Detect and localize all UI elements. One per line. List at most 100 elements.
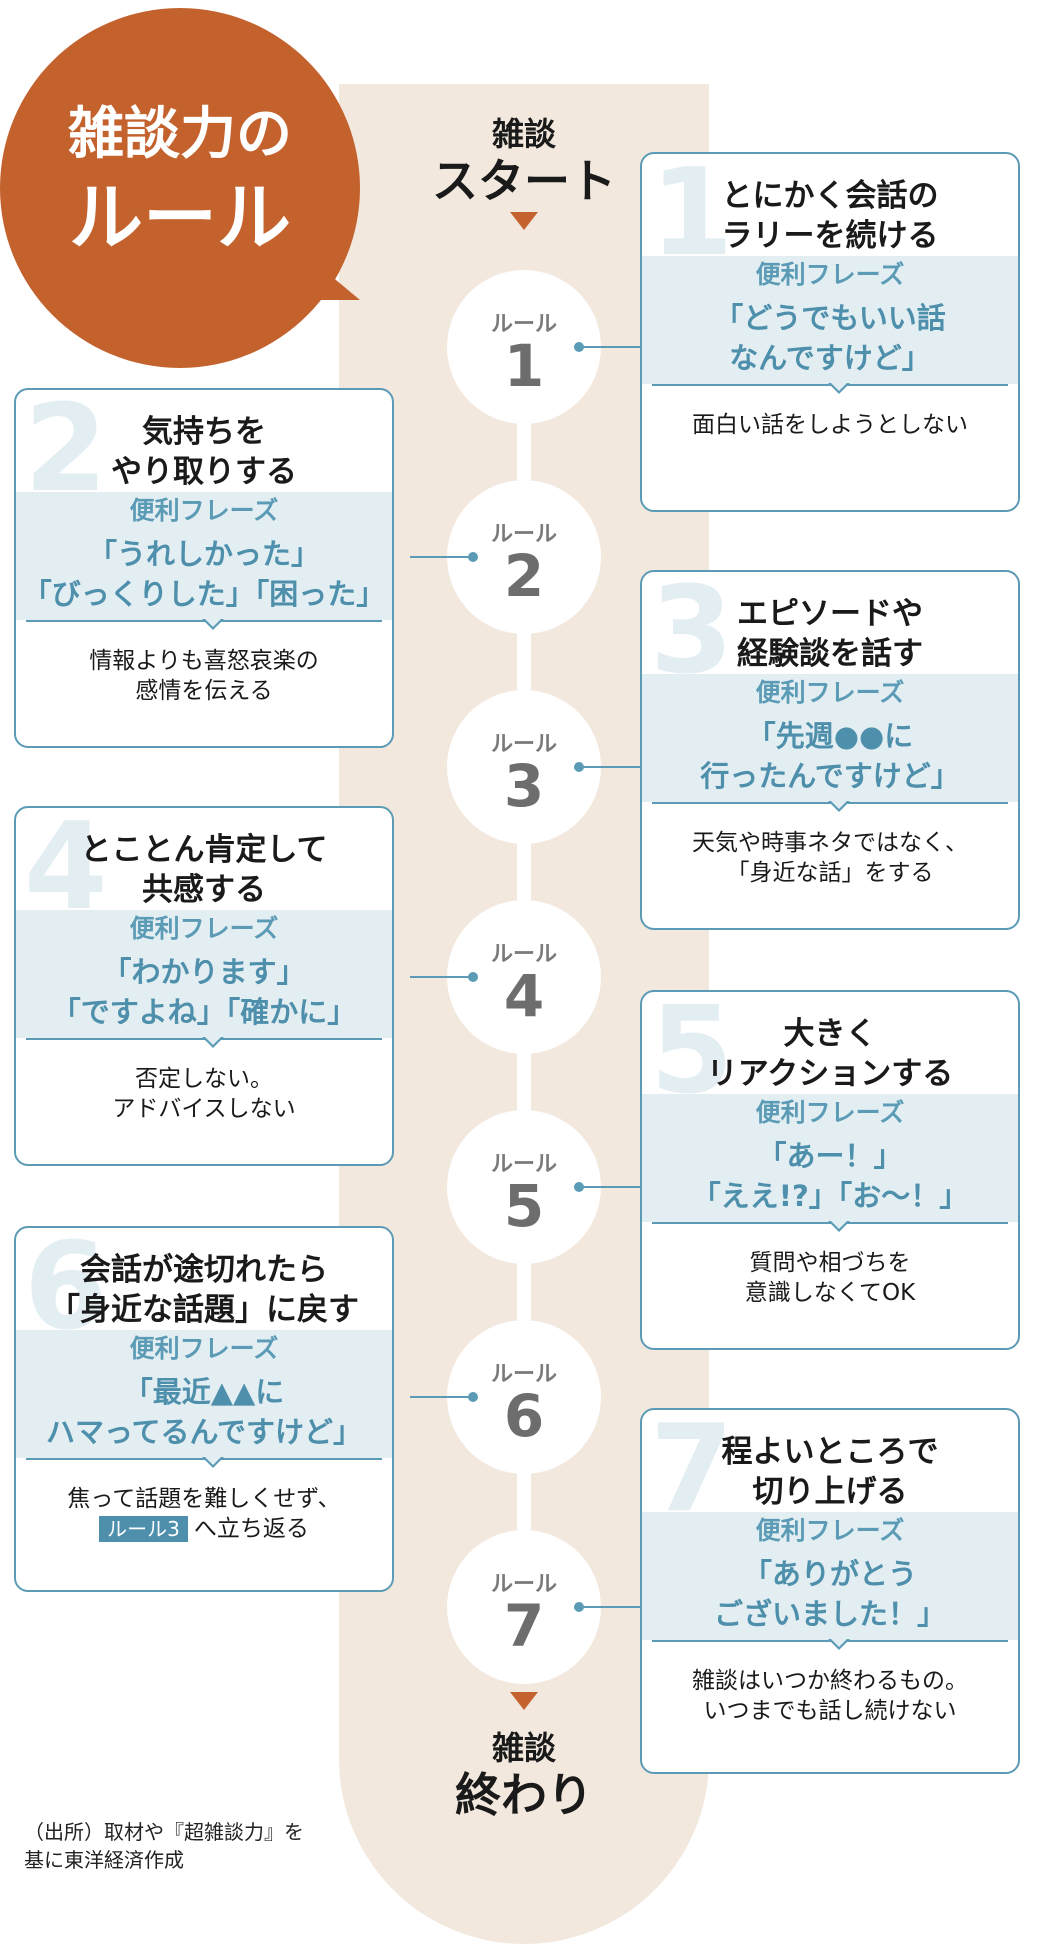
rule-card-tip: 面白い話をしようとしない: [642, 386, 1018, 440]
phrase-text: 「先週●●に 行ったんですけど」: [642, 708, 1018, 796]
rule-node-number: 4: [503, 962, 545, 1030]
rule-card-title-line: 切り上げる: [752, 1474, 908, 1510]
tip-line-after: へ立ち返る: [193, 1516, 309, 1542]
phrase-label: 便利フレーズ: [755, 1098, 905, 1127]
rule-card-title: 気持ちを やり取りする: [16, 390, 392, 492]
rule-card-title-line: 程よいところで: [721, 1434, 939, 1470]
start-arrow-icon: [510, 212, 538, 230]
connector-line-1: [580, 346, 640, 348]
connector-dot-2: [468, 552, 478, 562]
phrase-area: 便利フレーズ 「どうでもいい話 なんですけど」: [642, 256, 1018, 384]
page-title-line2: ルール: [69, 175, 291, 261]
rule-card-bignum: 4: [24, 806, 108, 937]
rule-ref-badge: ルール3: [99, 1516, 188, 1542]
tip-line: 天気や時事ネタではなく、: [692, 830, 968, 856]
phrase-label: 便利フレーズ: [755, 678, 905, 707]
title-bubble-tail: [300, 250, 360, 300]
phrase-line: 「ありがとう: [742, 1557, 917, 1591]
phrase-area: 便利フレーズ 「わかります」 「ですよね」「確かに」: [16, 910, 392, 1038]
rule-card-5: 5 大きく リアクションする 便利フレーズ 「あー！」 「ええ!?」「お～！」 …: [640, 990, 1020, 1350]
rule-card-6: 6 会話が途切れたら 「身近な話題」に戻す 便利フレーズ 「最近▲▲に ハマって…: [14, 1226, 394, 1592]
rule-node-label: ルール: [490, 942, 557, 967]
source-note: （出所）取材や『超雑談力』を 基に東洋経済作成: [24, 1818, 304, 1874]
rule-card-title-line: リアクションする: [706, 1056, 954, 1092]
phrase-label: 便利フレーズ: [129, 1334, 279, 1363]
rule-card-title-line: とにかく会話の: [721, 178, 939, 214]
rule-card-title-line: エピソードや: [737, 596, 923, 632]
card-separator: [26, 619, 382, 630]
card-separator: [26, 1037, 382, 1048]
phrase-text: 「あー！」 「ええ!?」「お～！」: [642, 1128, 1018, 1216]
rule-card-title-line: 大きく: [783, 1016, 877, 1052]
connector-line-7: [580, 1606, 640, 1608]
rule-card-tip: 天気や時事ネタではなく、 「身近な話」をする: [642, 804, 1018, 888]
rule-card-bignum: 6: [24, 1226, 108, 1357]
rule-node-label: ルール: [490, 312, 557, 337]
tip-line: 焦って話題を難しくせず、: [67, 1486, 341, 1512]
connector-line-5: [580, 1186, 640, 1188]
phrase-text: 「ありがとう ございました！」: [642, 1546, 1018, 1634]
phrase-line: 「うれしかった」: [87, 537, 320, 571]
phrase-text: 「どうでもいい話 なんですけど」: [642, 290, 1018, 378]
end-label-small: 雑談: [491, 1729, 556, 1767]
rule-card-tip: 質問や相づちを 意識しなくてOK: [642, 1224, 1018, 1308]
tip-line: アドバイスしない: [112, 1096, 296, 1122]
phrase-line: ハマってるんですけど」: [45, 1415, 363, 1449]
tip-line: 感情を伝える: [135, 678, 273, 704]
phrase-line: なんですけど」: [729, 341, 931, 375]
rule-node-number: 6: [503, 1382, 545, 1450]
rule-node-label: ルール: [490, 732, 557, 757]
rule-node-3: ルール 3: [447, 690, 601, 844]
rule-node-label: ルール: [490, 1362, 557, 1387]
rule-card-title: エピソードや 経験談を話す: [642, 572, 1018, 674]
phrase-line: 「あー！」: [757, 1139, 903, 1173]
phrase-text: 「うれしかった」 「びっくりした」「困った」: [16, 526, 392, 614]
connector-line-2: [410, 556, 470, 558]
start-label-big: スタート: [432, 154, 616, 208]
rule-card-bignum: 3: [650, 570, 734, 701]
rule-card-title-line: 共感する: [142, 872, 266, 908]
card-separator: [652, 383, 1008, 394]
title-bubble: [0, 8, 360, 368]
tip-line: 質問や相づちを: [749, 1250, 911, 1276]
phrase-line: 「ですよね」「確かに」: [51, 995, 357, 1029]
phrase-text: 「最近▲▲に ハマってるんですけど」: [16, 1364, 392, 1452]
rule-card-title: 会話が途切れたら 「身近な話題」に戻す: [16, 1228, 392, 1330]
connector-dot-3: [574, 762, 584, 772]
phrase-line: 「最近▲▲に: [123, 1375, 285, 1409]
card-separator: [652, 801, 1008, 812]
phrase-area: 便利フレーズ 「最近▲▲に ハマってるんですけど」: [16, 1330, 392, 1458]
end-label-big: 終わり: [455, 1768, 593, 1822]
phrase-label: 便利フレーズ: [755, 1516, 905, 1545]
rule-card-4: 4 とことん肯定して 共感する 便利フレーズ 「わかります」 「ですよね」「確か…: [14, 806, 394, 1166]
phrase-line: 「どうでもいい話: [714, 301, 946, 335]
card-separator: [26, 1457, 382, 1468]
rule-node-number: 3: [503, 752, 545, 820]
phrase-label: 便利フレーズ: [129, 496, 279, 525]
rule-node-number: 5: [503, 1172, 545, 1240]
rule-card-tip: 情報よりも喜怒哀楽の 感情を伝える: [16, 622, 392, 706]
rule-node-number: 2: [503, 542, 545, 610]
rule-card-tip: 雑談はいつか終わるもの。 いつまでも話し続けない: [642, 1642, 1018, 1726]
rule-node-label: ルール: [490, 1152, 557, 1177]
phrase-line: 「わかります」: [102, 955, 306, 989]
rule-card-title: とにかく会話の ラリーを続ける: [642, 154, 1018, 256]
rule-card-title-line: とことん肯定して: [80, 832, 328, 868]
rule-card-1: 1 とにかく会話の ラリーを続ける 便利フレーズ 「どうでもいい話 なんですけど…: [640, 152, 1020, 512]
source-line: 基に東洋経済作成: [24, 1848, 184, 1872]
rule-card-3: 3 エピソードや 経験談を話す 便利フレーズ 「先週●●に 行ったんですけど」 …: [640, 570, 1020, 930]
tip-line: 否定しない。: [135, 1066, 273, 1092]
rule-card-title-line: 会話が途切れたら: [80, 1252, 328, 1288]
tip-line: 面白い話をしようとしない: [692, 412, 968, 438]
rule-node-number: 7: [503, 1592, 545, 1660]
tip-line: 意識しなくてOK: [744, 1280, 916, 1306]
connector-dot-6: [468, 1392, 478, 1402]
connector-dot-5: [574, 1182, 584, 1192]
rule-card-title-line: やり取りする: [111, 454, 297, 490]
rule-card-title-line: ラリーを続ける: [721, 218, 939, 254]
card-separator: [652, 1639, 1008, 1650]
phrase-area: 便利フレーズ 「先週●●に 行ったんですけど」: [642, 674, 1018, 802]
phrase-area: 便利フレーズ 「ありがとう ございました！」: [642, 1512, 1018, 1640]
rule-card-bignum: 7: [650, 1408, 734, 1539]
